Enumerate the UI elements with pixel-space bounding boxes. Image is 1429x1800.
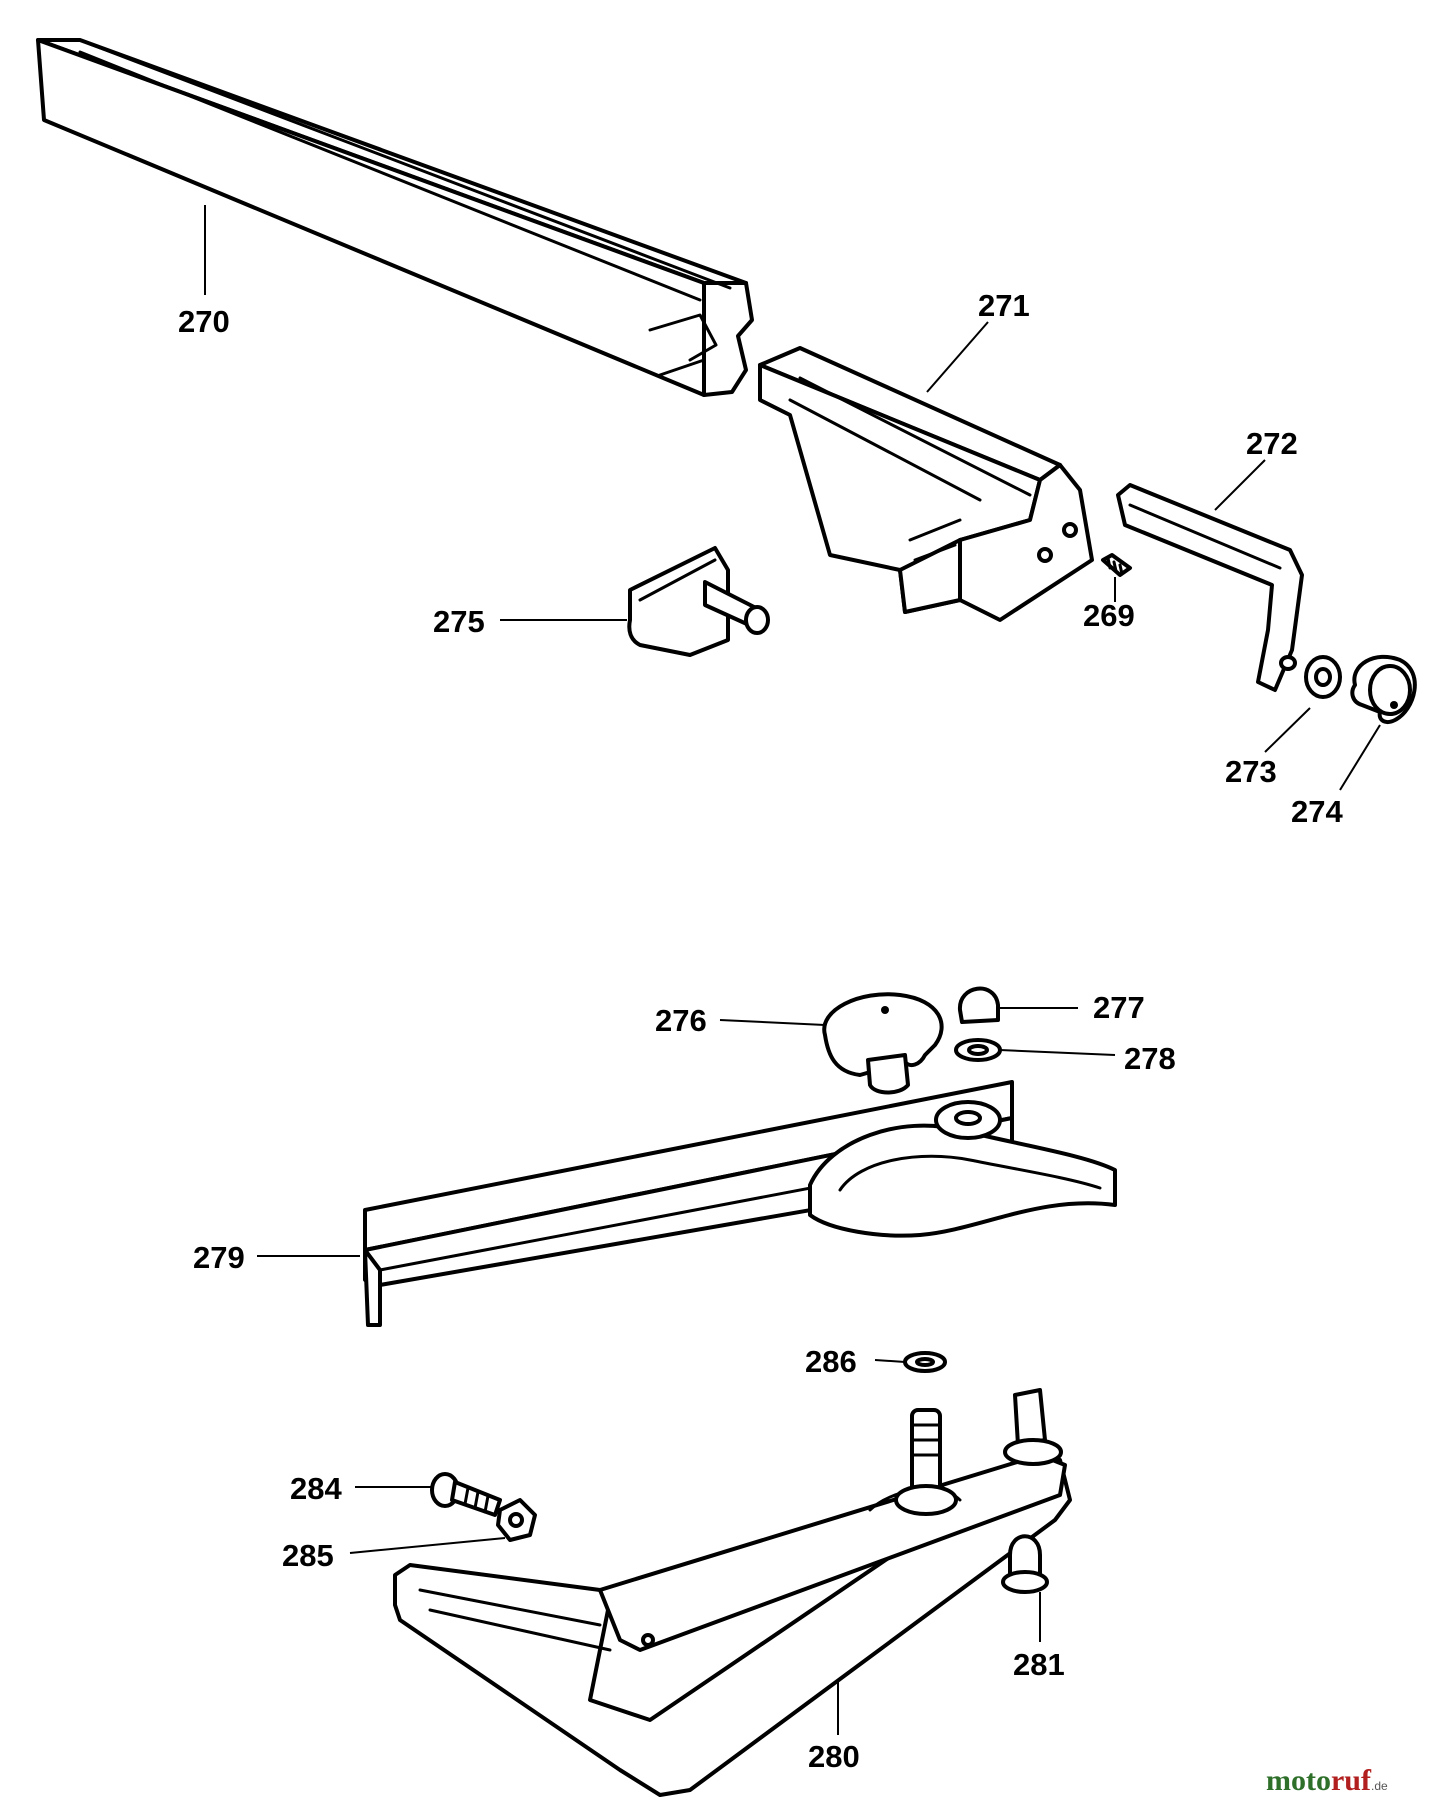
svg-text:motoruf.de: motoruf.de xyxy=(1266,1764,1388,1797)
label-270: 270 xyxy=(178,304,230,339)
fence-rail-270 xyxy=(36,38,754,397)
knob-276 xyxy=(822,992,944,1095)
pivot-post xyxy=(1003,1388,1063,1466)
label-285: 285 xyxy=(282,1538,334,1573)
clamp-plate-275 xyxy=(627,546,770,657)
label-284: 284 xyxy=(290,1471,342,1506)
threaded-stud xyxy=(894,1408,958,1516)
label-271: 271 xyxy=(978,288,1030,323)
knob-274 xyxy=(1350,654,1417,724)
label-281: 281 xyxy=(1013,1647,1065,1682)
fence-clamp-271 xyxy=(758,346,1094,622)
label-269: 269 xyxy=(1083,598,1135,633)
label-278: 278 xyxy=(1124,1041,1176,1076)
label-274: 274 xyxy=(1291,794,1343,829)
watermark-logo: motoruf.de xyxy=(1266,1764,1388,1797)
label-286: 286 xyxy=(805,1344,857,1379)
lock-lever-272 xyxy=(1116,483,1304,692)
nut-285 xyxy=(496,1498,537,1542)
washer-286 xyxy=(903,1351,947,1373)
label-275: 275 xyxy=(433,604,485,639)
miter-fence-279 xyxy=(363,1080,1117,1327)
label-279: 279 xyxy=(193,1240,245,1275)
label-280: 280 xyxy=(808,1739,860,1774)
leader-lines xyxy=(204,205,1381,1735)
guide-button-281 xyxy=(1001,1534,1049,1594)
washer-278 xyxy=(954,1038,1002,1062)
acorn-nut-277 xyxy=(957,986,1000,1024)
washer-273 xyxy=(1304,655,1342,699)
part-labels: 270 271 272 273 274 275 269 276 277 278 … xyxy=(178,288,1343,1774)
label-277: 277 xyxy=(1093,990,1145,1025)
set-screw-269 xyxy=(1101,553,1132,577)
label-276: 276 xyxy=(655,1003,707,1038)
label-272: 272 xyxy=(1246,426,1298,461)
label-273: 273 xyxy=(1225,754,1277,789)
screw-284 xyxy=(430,1472,502,1517)
